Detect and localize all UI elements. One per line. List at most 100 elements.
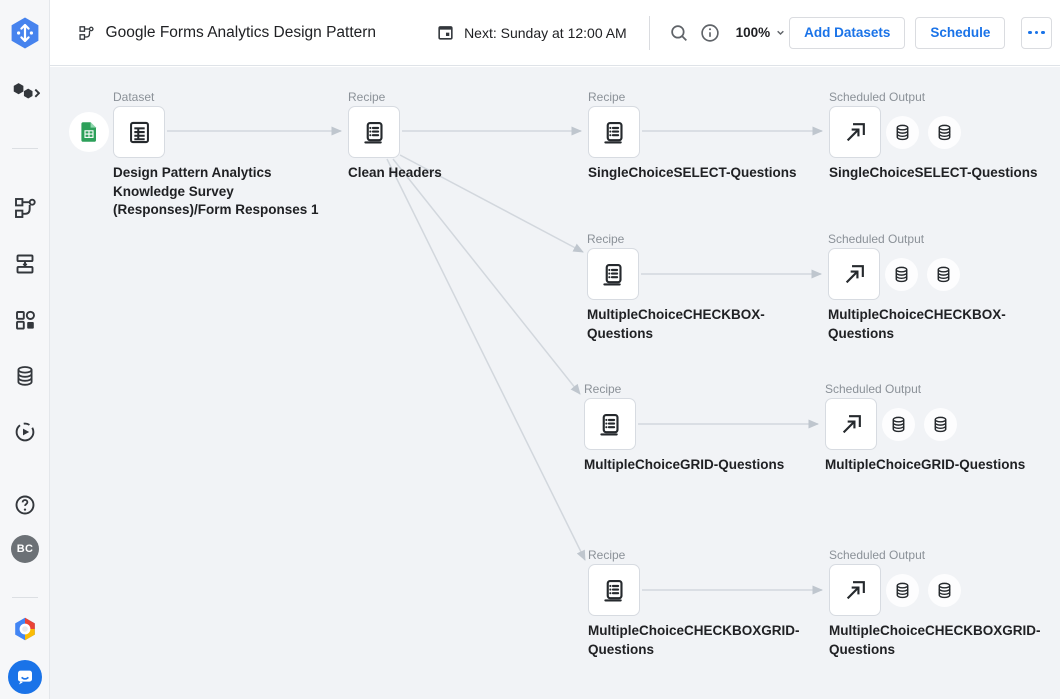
- user-avatar[interactable]: BC: [0, 535, 50, 563]
- flow-icon: [78, 22, 95, 44]
- rail-divider-bottom: [12, 597, 38, 598]
- export-arrow-icon: [842, 577, 869, 604]
- output-node-box[interactable]: [829, 564, 881, 616]
- dataprep-hexagon-icon: [7, 15, 43, 51]
- node-type-label: Recipe: [588, 548, 626, 562]
- recipe-node-box[interactable]: [588, 106, 640, 158]
- database-icon: [935, 123, 954, 142]
- recipe-icon: [600, 261, 627, 288]
- node-name: SingleChoiceSELECT-Questions: [588, 165, 797, 180]
- flow-canvas[interactable]: Dataset Design Pattern Analytics Knowled…: [50, 67, 1060, 699]
- node-type-label: Recipe: [588, 90, 626, 104]
- page-title: Google Forms Analytics Design Pattern: [105, 23, 377, 41]
- schedule-button[interactable]: Schedule: [915, 16, 1006, 49]
- google-sheets-icon: [77, 120, 101, 144]
- sidebar-item-flows[interactable]: [0, 196, 50, 220]
- node-recipe-clean-headers: Recipe Clean Headers: [348, 90, 560, 183]
- rail-divider-top: [12, 148, 38, 149]
- node-name: Clean Headers: [348, 165, 442, 180]
- recipe-icon: [361, 119, 388, 146]
- output-destination-database[interactable]: [927, 257, 960, 291]
- output-destination-database[interactable]: [885, 257, 918, 291]
- output-node-box[interactable]: [829, 106, 881, 158]
- node-output-multiplechoicegrid: Scheduled Output MultipleChoiceGRID-Ques…: [825, 382, 1037, 475]
- recipe-node-box[interactable]: [588, 564, 640, 616]
- google-cloud-icon: [12, 616, 38, 642]
- dataset-node-box[interactable]: [113, 106, 165, 158]
- output-destination-database[interactable]: [886, 115, 919, 149]
- export-arrow-icon: [838, 411, 865, 438]
- support-chat-button[interactable]: [0, 660, 50, 694]
- sidebar-item-help[interactable]: [0, 493, 50, 517]
- node-recipe-multiplechoicecheckbox: Recipe MultipleChoiceCHECKBOX-Questions: [587, 232, 799, 343]
- more-options-button[interactable]: [1021, 16, 1053, 49]
- library-icon: [13, 308, 37, 332]
- zoom-level-dropdown[interactable]: 100%: [736, 24, 790, 41]
- node-name: MultipleChoiceCHECKBOX-Questions: [587, 307, 765, 341]
- output-destination-database[interactable]: [928, 115, 961, 149]
- zoom-level-value: 100%: [735, 25, 771, 40]
- node-name: MultipleChoiceCHECKBOXGRID-Questions: [588, 623, 800, 657]
- search-button[interactable]: [667, 18, 690, 48]
- node-type-label: Scheduled Output: [825, 382, 922, 396]
- add-datasets-button[interactable]: Add Datasets: [789, 16, 906, 49]
- node-recipe-singlechoiceselect: Recipe SingleChoiceSELECT-Questions: [588, 90, 800, 183]
- node-name: MultipleChoiceCHECKBOXGRID-Questions: [829, 623, 1041, 657]
- database-icon: [13, 364, 37, 388]
- next-run-schedule: Next: Sunday at 12:00 AM: [436, 23, 627, 42]
- node-name: MultipleChoiceCHECKBOX-Questions: [828, 307, 1006, 341]
- node-name: MultipleChoiceGRID-Questions: [825, 457, 1026, 472]
- google-sheets-badge: [69, 112, 109, 152]
- node-type-label: Recipe: [587, 232, 625, 246]
- header-divider: [648, 15, 650, 50]
- sidebar-item-library[interactable]: [0, 308, 50, 332]
- help-icon: [13, 493, 37, 517]
- node-type-label: Recipe: [348, 90, 386, 104]
- recipe-node-box[interactable]: [587, 248, 639, 300]
- recipe-icon: [597, 411, 624, 438]
- output-node-box[interactable]: [828, 248, 880, 300]
- output-node-box[interactable]: [825, 398, 877, 450]
- dataset-table-icon: [126, 119, 153, 146]
- recipe-node-box[interactable]: [584, 398, 636, 450]
- recipe-icon: [601, 577, 628, 604]
- database-icon: [889, 415, 908, 434]
- sidebar-item-job-history[interactable]: [0, 420, 50, 444]
- database-icon: [934, 265, 953, 284]
- workspace-switcher[interactable]: [0, 79, 50, 107]
- search-icon: [668, 22, 690, 44]
- node-recipe-multiplechoicegrid: Recipe MultipleChoiceGRID-Questions: [584, 382, 796, 475]
- hexagons-chevron-icon: [10, 80, 40, 106]
- export-arrow-icon: [841, 261, 868, 288]
- node-type-label: Dataset: [113, 90, 155, 104]
- node-type-label: Scheduled Output: [828, 232, 925, 246]
- calendar-icon: [436, 23, 455, 42]
- recipe-node-box[interactable]: [348, 106, 400, 158]
- dataprep-logo[interactable]: [0, 15, 50, 51]
- node-type-label: Scheduled Output: [829, 90, 926, 104]
- chat-bubble-icon: [13, 665, 37, 689]
- output-destination-database[interactable]: [882, 407, 915, 441]
- output-destination-database[interactable]: [924, 407, 957, 441]
- more-options-icon: [1028, 30, 1045, 35]
- node-type-label: Recipe: [584, 382, 622, 396]
- output-destination-database[interactable]: [886, 573, 919, 607]
- database-icon: [935, 581, 954, 600]
- node-name: MultipleChoiceGRID-Questions: [584, 457, 785, 472]
- node-name: Design Pattern Analytics Knowledge Surve…: [113, 165, 319, 217]
- node-output-multiplechoicecheckboxgrid: Scheduled Output MultipleChoiceCHECKBOXG…: [829, 548, 1041, 659]
- output-destination-database[interactable]: [928, 573, 961, 607]
- chevron-down-icon: [772, 24, 789, 41]
- sidebar-item-plans[interactable]: [0, 252, 50, 276]
- info-button[interactable]: [699, 18, 722, 48]
- database-icon: [893, 123, 912, 142]
- job-run-icon: [13, 420, 37, 444]
- database-icon: [893, 581, 912, 600]
- left-nav-rail: BC: [0, 0, 50, 699]
- sidebar-item-connections[interactable]: [0, 364, 50, 388]
- google-cloud-link[interactable]: [0, 616, 50, 642]
- flow-edges: [167, 126, 823, 595]
- info-icon: [699, 22, 721, 44]
- export-arrow-icon: [842, 119, 869, 146]
- node-dataset: Dataset Design Pattern Analytics Knowled…: [69, 90, 319, 220]
